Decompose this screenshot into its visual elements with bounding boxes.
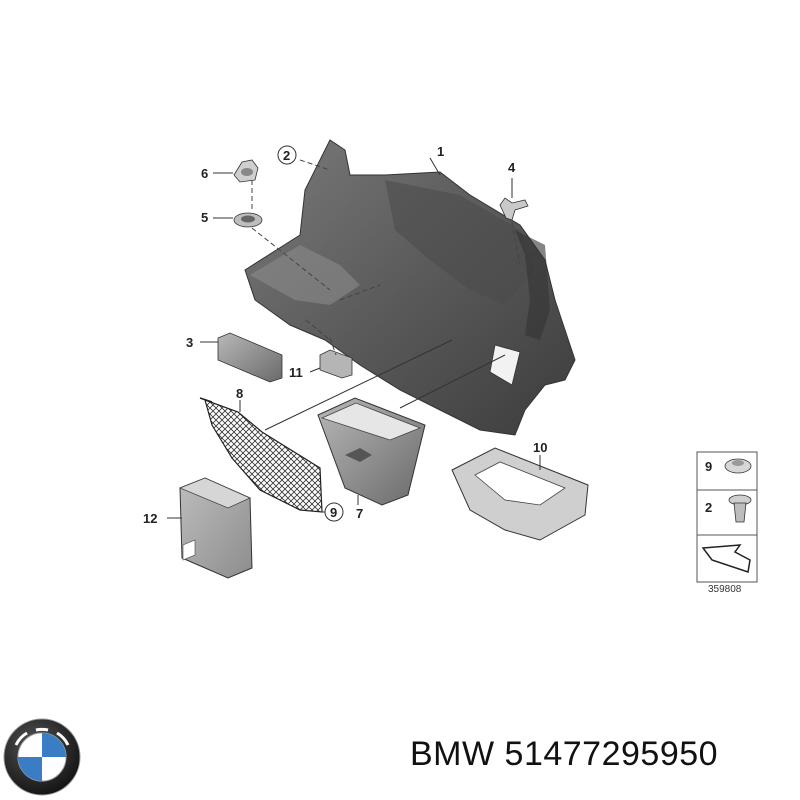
callout-3: 3 [186,335,193,350]
hook-part [499,197,529,221]
brand-name: BMW [410,735,495,773]
frame-part-10 [451,447,589,541]
bmw-logo [3,718,81,796]
cover-part-11 [319,349,353,379]
callout-8: 8 [236,386,243,401]
trunk-side-trim-panel [244,139,576,436]
callout-9: 9 [330,505,337,520]
callout-7: 7 [356,506,363,521]
callout-2: 2 [283,148,290,163]
cover-part-3 [217,332,283,383]
callout-12: 12 [143,511,157,526]
grommet-part-5 [233,212,263,228]
fastener-legend: 9 2 [696,451,758,583]
diagram-number: 359808 [708,584,742,595]
clip-part-6 [233,159,259,183]
part-footer: BMW 51477295950 [410,735,718,774]
part-number: 51477295950 [504,735,719,773]
push-clip-icon [724,458,752,474]
callout-4: 4 [508,160,516,175]
callout-11: 11 [289,365,303,380]
callout-6: 6 [201,166,208,181]
callout-10: 10 [533,440,547,455]
callout-1: 1 [437,144,444,159]
leader-lines [167,157,541,519]
legend-item-9-label: 9 [705,459,712,474]
first-aid-kit-part-12 [178,477,253,579]
callout-5: 5 [201,210,208,225]
expansion-rivet-icon [728,494,752,523]
legend-item-2-label: 2 [705,500,712,515]
luggage-net-part-8 [199,397,323,513]
callout-2-circle [277,145,297,165]
trim-panel-symbol-icon [701,544,751,573]
storage-box-part-7 [317,397,426,506]
callout-9-circle [324,502,344,522]
